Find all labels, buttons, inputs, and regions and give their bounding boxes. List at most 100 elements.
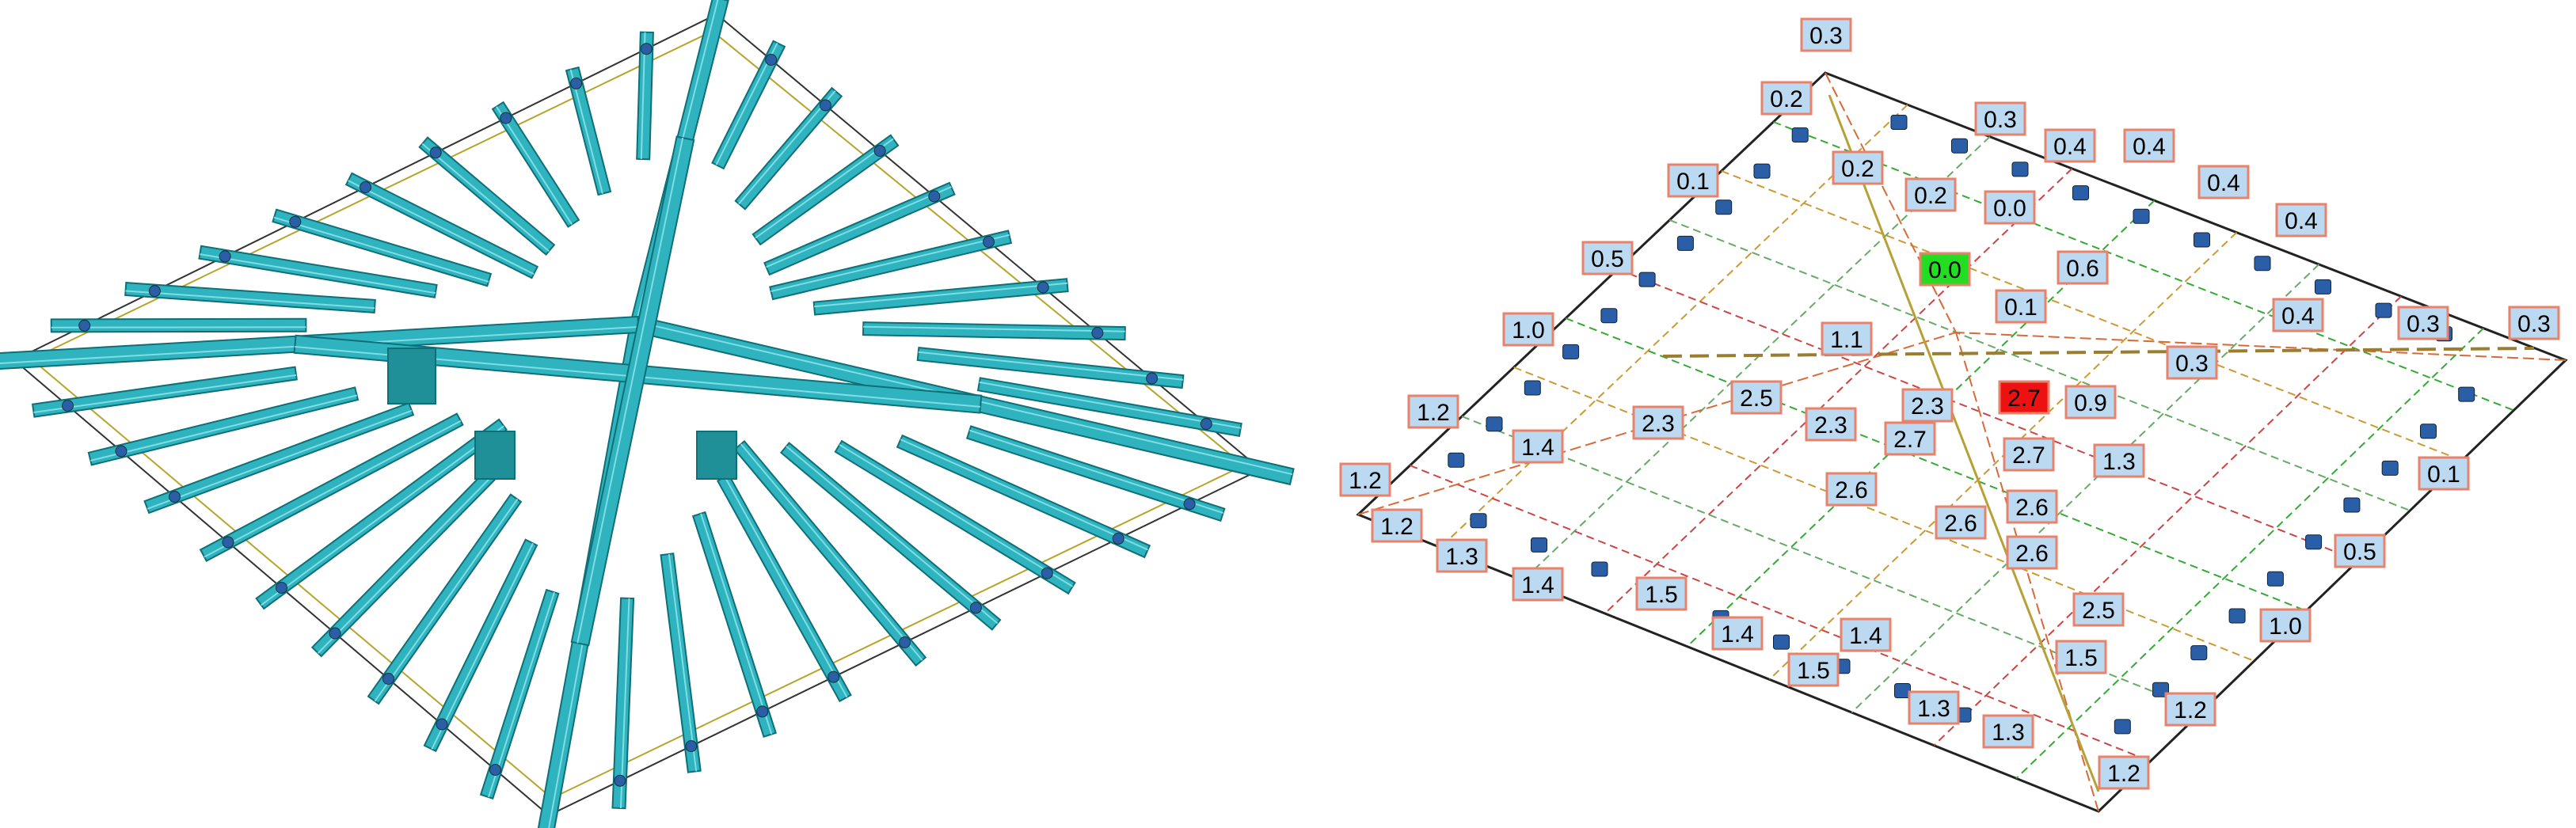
label-value: 0.4 (2053, 134, 2087, 160)
label-box (2055, 640, 2107, 674)
support-bracket-1-4 (222, 536, 234, 549)
label-box (1840, 617, 1892, 652)
label-box (2418, 456, 2470, 491)
displacement-label-l15: 0.1 (1995, 289, 2047, 324)
displacement-label-l51: 1.2 (2164, 692, 2216, 727)
support-bracket-2-2 (685, 740, 698, 753)
rafter-0-4-highlight (421, 142, 550, 253)
label-box (1974, 101, 2026, 136)
label-value: 2.3 (1642, 411, 1675, 437)
label-box (2272, 298, 2324, 332)
support-bracket-3-6 (928, 190, 941, 203)
label-box (2098, 755, 2150, 790)
label-box (1995, 289, 2047, 324)
grid-line-ns-4 (1617, 268, 2359, 562)
label-value: 1.5 (1645, 582, 1678, 608)
rafter-1-5-highlight (261, 425, 504, 606)
label-value: 2.6 (1835, 477, 1868, 503)
displacement-label-l32: 1.3 (2093, 443, 2145, 478)
displacement-label-l18: 0.3 (2508, 306, 2560, 340)
label-value: 2.3 (1814, 412, 1847, 439)
label-value: 2.5 (1740, 386, 1773, 412)
displacement-label-l41: 0.5 (2334, 534, 2386, 568)
rafter-3-2 (916, 347, 1185, 389)
support-bracket-3-4 (1037, 281, 1049, 294)
displacement-label-l01: 0.3 (1800, 17, 1852, 52)
displacement-label-l27: 2.3 (1632, 405, 1684, 440)
support-2-5 (2266, 571, 2284, 587)
support-0-4 (1676, 235, 1694, 251)
label-box (1904, 177, 1957, 212)
displacement-label-l53: 1.2 (2098, 755, 2150, 790)
displacement-label-l44: 2.5 (2072, 592, 2125, 627)
displacement-label-l11: 0.4 (2275, 203, 2327, 237)
displacement-label-l34: 2.6 (1825, 472, 1878, 507)
displacement-label-l46: 1.4 (1840, 617, 1892, 652)
support-2-8 (2381, 460, 2399, 476)
label-box (1667, 163, 1719, 198)
rafter-0-2-highlight (569, 69, 603, 194)
label-box (2259, 608, 2312, 643)
displacement-label-l10: 0.4 (2197, 165, 2250, 199)
rafter-0-7-highlight (200, 253, 436, 294)
support-bracket-3-7 (873, 145, 886, 157)
displacement-label-l30: 2.7 (2003, 437, 2055, 472)
rafter-1-1-highlight (33, 374, 297, 413)
roof-structure-3d-model (0, 0, 1295, 828)
displacement-label-l28: 2.3 (1805, 407, 1857, 442)
displacement-label-l14: 0.6 (2057, 250, 2109, 285)
label-box (1787, 652, 1840, 687)
label-value: 0.1 (2004, 294, 2038, 321)
label-value: 1.3 (1992, 720, 2025, 746)
label-box (1512, 567, 1564, 602)
label-value: 1.3 (1917, 696, 1950, 722)
support-bracket-2-3 (756, 705, 769, 718)
label-value: 0.9 (2074, 390, 2107, 416)
post-block-south (696, 431, 737, 480)
support-bracket-3-9 (765, 54, 778, 66)
label-value: 0.5 (1591, 246, 1624, 272)
rafter-2-6-highlight (786, 446, 999, 625)
rafter-1-2 (87, 386, 360, 466)
support-bracket-0-6 (289, 215, 302, 228)
label-box (2006, 535, 2058, 570)
displacement-label-l04: 0.4 (2044, 128, 2096, 163)
label-box (2093, 443, 2145, 478)
label-box (1805, 407, 1857, 442)
label-box (2275, 203, 2327, 237)
support-bracket-3-3 (1091, 327, 1104, 339)
support-bracket-0-4 (429, 146, 442, 159)
label-box (2334, 534, 2386, 568)
label-value: 2.6 (2015, 495, 2049, 521)
rafter-2-8-highlight (900, 439, 1148, 551)
label-box (2064, 385, 2117, 420)
rafter-0-6-highlight (273, 216, 489, 283)
rafter-2-3-highlight (700, 513, 773, 735)
label-value: 2.5 (2082, 598, 2115, 624)
grid-line-ns-1 (1773, 121, 2514, 412)
label-box (1901, 388, 1954, 423)
support-3-10 (1890, 115, 1908, 130)
label-value: 2.6 (1944, 511, 1977, 537)
label-box (1635, 576, 1688, 611)
ridge-line (1662, 347, 2535, 358)
label-value: 0.4 (2207, 170, 2240, 196)
label-value: 1.3 (2102, 449, 2136, 475)
support-bracket-1-5 (276, 582, 287, 594)
displacement-label-l24: 2.7 (1998, 380, 2050, 415)
displacement-label-l48: 1.5 (1787, 652, 1840, 687)
label-box (1581, 241, 1634, 275)
support-bracket-1-3 (169, 491, 181, 503)
support-0-5 (1638, 272, 1656, 287)
support-3-6 (2133, 208, 2150, 224)
label-value: 0.1 (1676, 169, 1710, 195)
support-2-6 (2305, 534, 2323, 550)
displacement-label-l43: 1.5 (1635, 576, 1688, 611)
grid-line-ns-2 (1721, 170, 2463, 461)
displacement-label-l06: 0.2 (1832, 150, 1884, 185)
roof-wireframe (1356, 71, 2568, 813)
support-bracket-2-8 (1112, 532, 1124, 545)
support-bracket-2-4 (828, 670, 840, 683)
